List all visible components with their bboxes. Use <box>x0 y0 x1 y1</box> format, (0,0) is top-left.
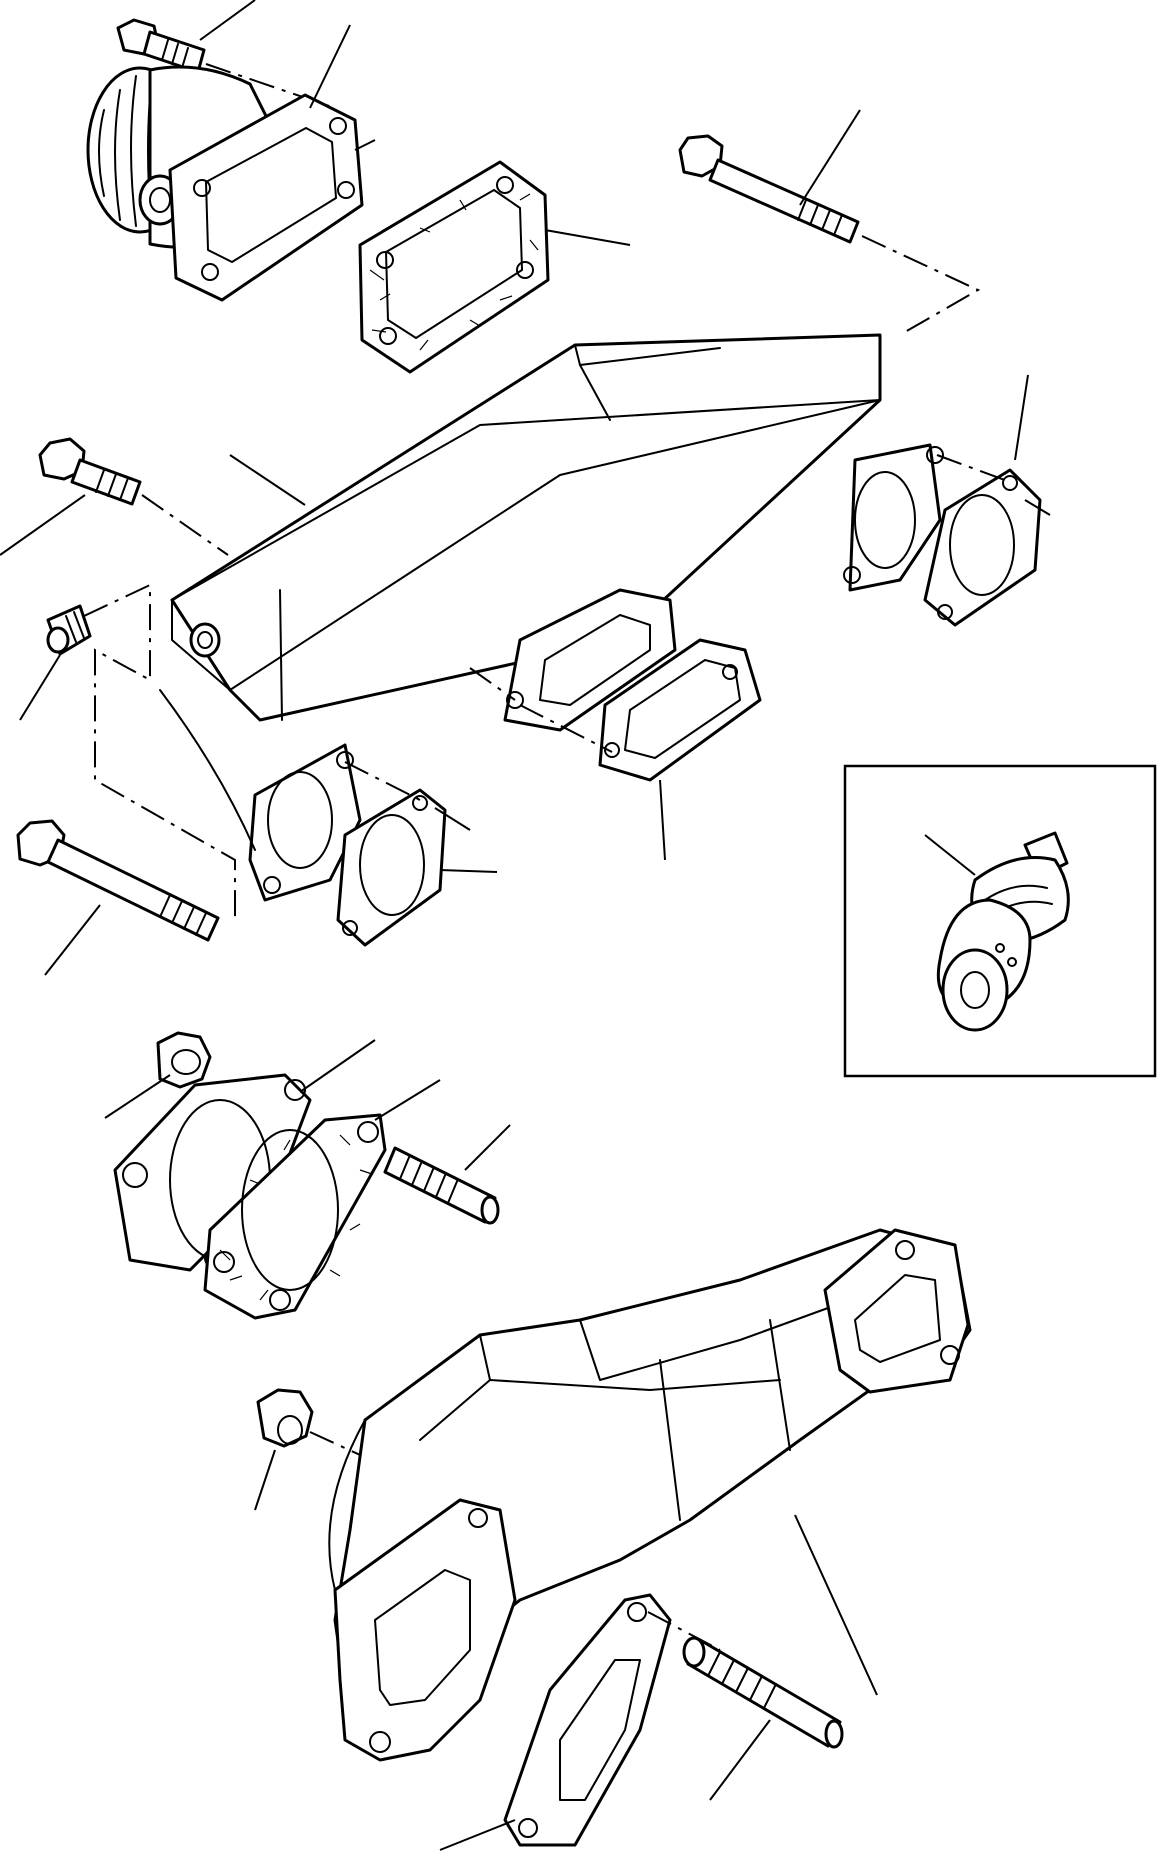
port-gasket-front <box>336 788 447 947</box>
temperature-sender <box>936 831 1070 1032</box>
manifold-bolt-long <box>16 819 220 942</box>
port-gasket-middle <box>598 638 762 782</box>
flange-stud <box>383 1146 500 1225</box>
outlet-flange-gasket <box>203 1113 387 1320</box>
manifold-nut <box>256 1388 314 1448</box>
manifold-end-bolt <box>678 134 860 244</box>
manifold-bolt-left <box>38 437 142 506</box>
port-gasket-lower <box>503 1593 672 1847</box>
turbo-elbow <box>86 65 364 302</box>
turbo-elbow-bolt <box>116 18 206 74</box>
plug <box>46 604 92 656</box>
exhaust-manifold-upper <box>159 333 944 902</box>
exhaust-manifold-lower <box>328 1228 972 1762</box>
leader-lines <box>0 0 1051 1851</box>
manifold-stud <box>682 1636 844 1749</box>
port-gasket-rear <box>923 468 1042 627</box>
inset-frame <box>843 764 1157 1078</box>
turbo-elbow-gasket <box>358 160 550 374</box>
